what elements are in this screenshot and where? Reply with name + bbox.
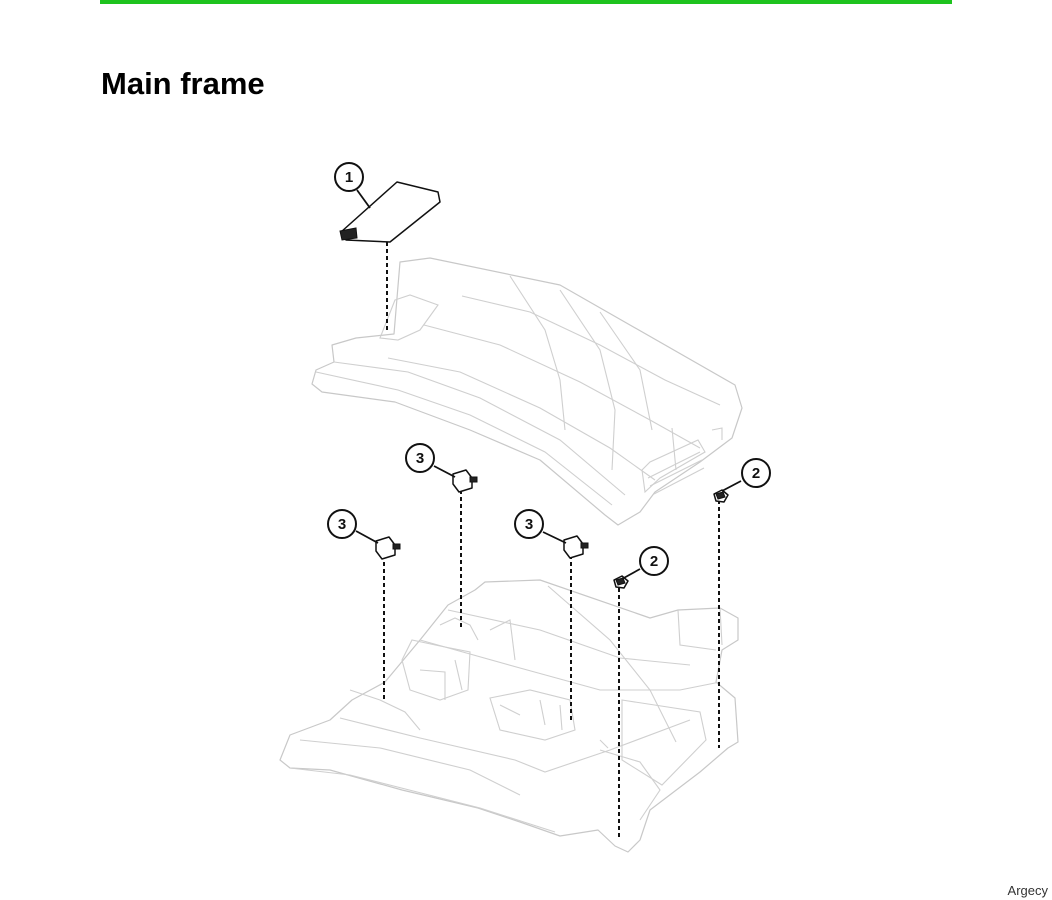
part-1-panel — [339, 181, 441, 243]
callout-label: 3 — [338, 516, 346, 533]
callout-3: 3 — [405, 443, 435, 473]
callout-label: 2 — [752, 465, 760, 482]
callout-3: 3 — [514, 509, 544, 539]
callout-label: 3 — [416, 450, 424, 467]
top-accent-rule — [100, 0, 952, 4]
assembly-lines — [383, 242, 720, 838]
upper-cover-outline — [311, 257, 743, 526]
callout-1: 1 — [334, 162, 364, 192]
callout-leaders — [355, 189, 742, 580]
base-frame-outline — [279, 579, 739, 853]
callout-3: 3 — [327, 509, 357, 539]
part-3-spacer — [375, 536, 401, 560]
callout-label: 3 — [525, 516, 533, 533]
part-2-clip — [613, 575, 629, 589]
part-2-clip — [713, 489, 729, 503]
callout-label: 2 — [650, 553, 658, 570]
page-title: Main frame — [101, 66, 265, 101]
callout-2: 2 — [741, 458, 771, 488]
watermark-text: Argecy — [1007, 883, 1048, 898]
callout-2: 2 — [639, 546, 669, 576]
part-3-spacer — [452, 469, 478, 493]
callout-label: 1 — [345, 169, 353, 186]
part-3-spacer — [563, 535, 589, 559]
